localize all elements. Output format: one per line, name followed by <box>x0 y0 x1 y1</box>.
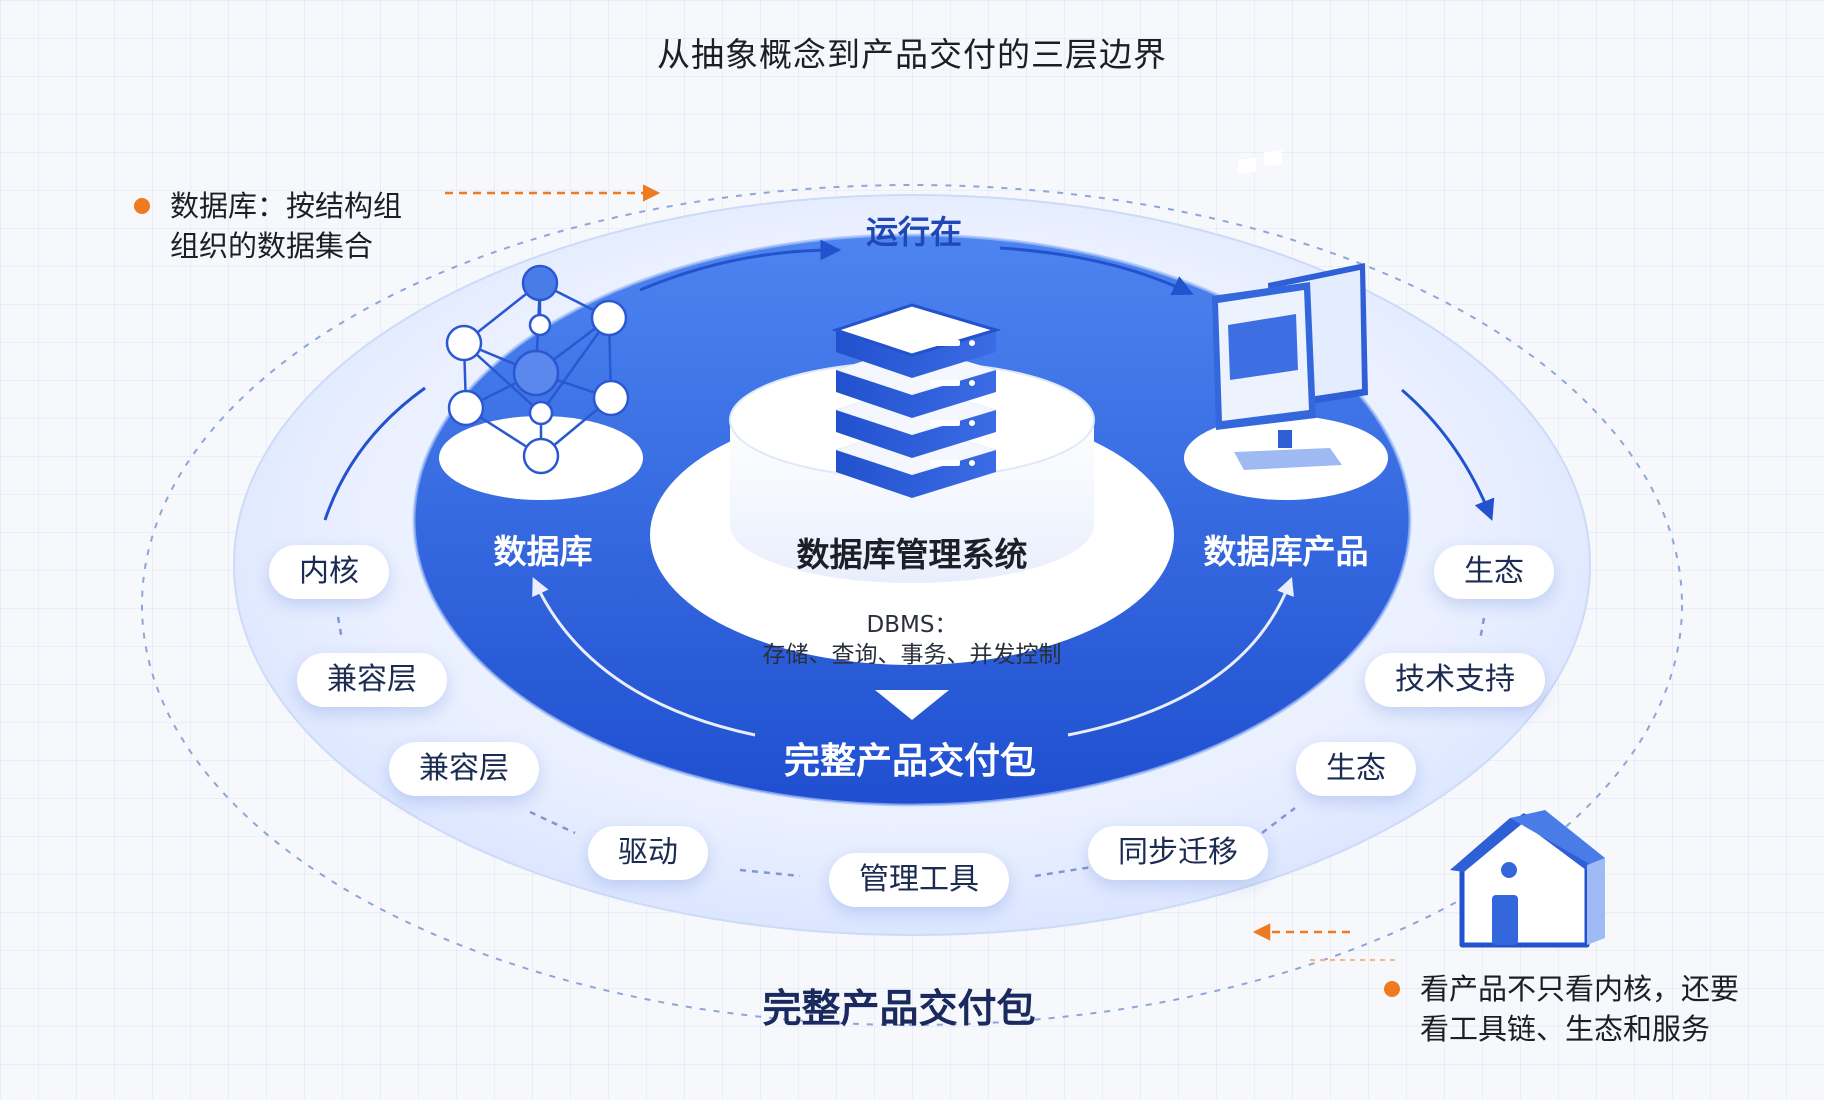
note-line-1: 数据库：按结构组 <box>170 189 403 223</box>
pill-compat-layer-1: 兼容层 <box>297 653 447 707</box>
monitor-app-icon <box>1212 149 1368 470</box>
network-graph-icon <box>445 264 630 475</box>
database-server-icon <box>831 303 1002 498</box>
outer-boundary <box>141 184 1683 1026</box>
note-bullet-icon <box>134 198 150 214</box>
ring-label-db-product: 数据库产品 <box>1203 532 1369 571</box>
center-title: 数据库管理系统 <box>796 535 1028 574</box>
ring-label-database: 数据库 <box>493 532 593 571</box>
note-line-2: 看工具链、生态和服务 <box>1420 1012 1711 1046</box>
pill-sync-migration: 同步迁移 <box>1088 826 1268 880</box>
pill-ecosystem-2: 生态 <box>1296 742 1416 796</box>
center-description: DBMS： 存储、查询、事务、并发控制 <box>763 610 1062 670</box>
pill-tech-support: 技术支持 <box>1365 653 1545 707</box>
pill-kernel: 内核 <box>269 545 389 599</box>
note-line-2: 组织的数据集合 <box>170 229 374 263</box>
outer-label-delivery: 完整产品交付包 <box>762 987 1036 1032</box>
house-icon <box>1450 810 1605 948</box>
center-desc-line2: 存储、查询、事务、并发控制 <box>762 642 1062 668</box>
pill-management-tools: 管理工具 <box>829 853 1009 907</box>
pill-driver: 驱动 <box>588 826 708 880</box>
note-database-definition: 数据库：按结构组 组织的数据集合 <box>134 186 403 266</box>
note-bullet-icon <box>1384 981 1400 997</box>
center-desc-line1: DBMS： <box>866 612 958 638</box>
ring-label-delivery: 完整产品交付包 <box>783 741 1037 782</box>
note-product-scope: 看产品不只看内核，还要 看工具链、生态和服务 <box>1384 969 1740 1049</box>
pill-compat-layer-2: 兼容层 <box>389 742 539 796</box>
page-title: 从抽象概念到产品交付的三层边界 <box>657 35 1167 74</box>
pill-ecosystem-1: 生态 <box>1434 545 1554 599</box>
flow-label-runs-on: 运行在 <box>865 213 963 251</box>
note-line-1: 看产品不只看内核，还要 <box>1420 972 1740 1006</box>
